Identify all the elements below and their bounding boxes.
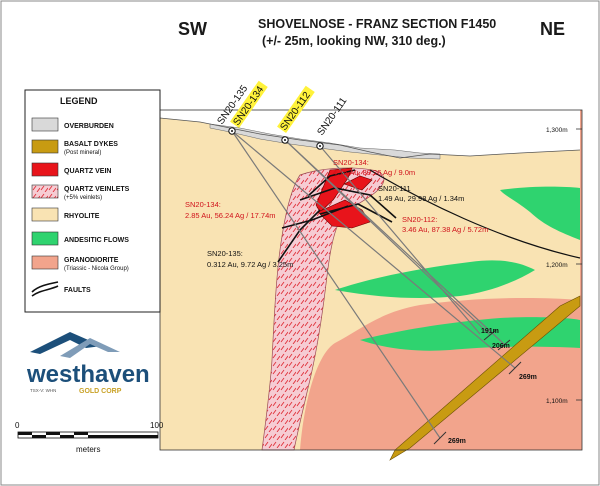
annot-sn134-lower-value: 2.85 Au, 56.24 Ag / 17.74m [185,211,276,220]
section-subtitle: (+/- 25m, looking NW, 310 deg.) [262,34,446,48]
scale-bar: 0 100 meters [15,421,164,454]
swatch-granodiorite [31,255,59,270]
legend-granodiorite: GRANODIORITE [64,257,119,264]
swatch-faults [31,281,59,297]
scale-min: 0 [15,421,20,430]
swatch-rhyolite [31,207,59,222]
legend-overburden: OVERBURDEN [64,123,114,130]
logo-mountain-secondary-icon [60,338,120,358]
drill-collars [228,127,324,150]
annot-sn111-title: SN20-111 [378,184,411,193]
logo-gold-corp: GOLD CORP [79,388,122,395]
swatch-overburden [31,117,59,132]
drill-hole-traces [231,130,516,439]
legend-quartz-vein: QUARTZ VEIN [64,168,111,175]
westhaven-logo: westhaven GOLD CORP TSX-V: WHN [26,332,150,395]
logo-mountain-icon [30,332,102,354]
faults [277,169,581,263]
legend-granodiorite-sub: (Triassic - Nicola Group) [64,266,129,272]
section-title: SHOVELNOSE - FRANZ SECTION F1450 [258,17,496,31]
depth-269m-a: 269m [519,374,537,381]
swatch-andesitic-flows [31,231,59,246]
swatch-quartz-veinlets [31,184,59,199]
quartz-vein-upper [315,167,353,213]
andesite-flow-upper [500,186,580,240]
annot-sn112-value: 3.46 Au, 87.38 Ag / 5.72m [402,225,488,234]
elev-1200: 1,200m [546,262,568,269]
scale-max: 100 [150,421,164,430]
quartz-vein-main [317,199,371,229]
annot-sn112-title: SN20-112: [402,215,437,224]
air-above-surface [160,110,580,158]
annot-sn134-upper-title: SN20-134: [333,158,369,167]
direction-ne: NE [540,19,565,39]
quartz-veinlets-zone [261,167,385,451]
annot-sn111-value: 1.49 Au, 29.98 Ag / 1.34m [378,194,464,203]
cross-section [159,109,583,461]
legend-basalt-dykes: BASALT DYKES [64,141,118,148]
depth-269m-b: 269m [448,438,466,445]
overburden-unit [209,123,441,160]
annot-sn135-title: SN20-135: [207,249,243,258]
swatch-quartz-vein [31,162,59,177]
legend-title: LEGEND [60,96,98,106]
logo-ticker: TSX-V: WHN [30,388,56,393]
legend: LEGEND OVERBURDEN BASALT DYKES (Post min… [24,89,161,313]
swatch-basalt-dykes [31,139,59,154]
depth-206m: 206m [492,343,510,350]
annot-sn134-upper-value: 4.15 Au, 89.26 Ag / 9.0m [333,168,415,177]
legend-faults: FAULTS [64,287,91,294]
legend-rhyolite: RHYOLITE [64,213,100,220]
elev-1100: 1,100m [546,398,568,405]
topographic-surface [159,117,581,159]
annot-sn134-lower-title: SN20-134: [185,200,221,209]
depth-191m: 191m [481,328,499,335]
assay-annotations: SN20-134: 4.15 Au, 89.26 Ag / 9.0m SN20-… [185,158,488,269]
annot-sn135-value: 0.312 Au, 9.72 Ag / 3.25m [207,260,293,269]
direction-sw: SW [178,19,207,39]
hole-end-ticks [433,329,522,445]
logo-wordmark: westhaven [26,361,150,388]
legend-basalt-dykes-sub: (Post mineral) [64,150,101,156]
scale-unit: meters [76,445,100,454]
legend-quartz-veinlets-sub: (+5% veinlets) [64,195,102,201]
legend-quartz-veinlets: QUARTZ VEINLETS [64,186,130,193]
legend-andesitic-flows: ANDESITIC FLOWS [64,237,129,244]
elevation-ticks [576,128,582,401]
elev-1300: 1,300m [546,127,568,134]
